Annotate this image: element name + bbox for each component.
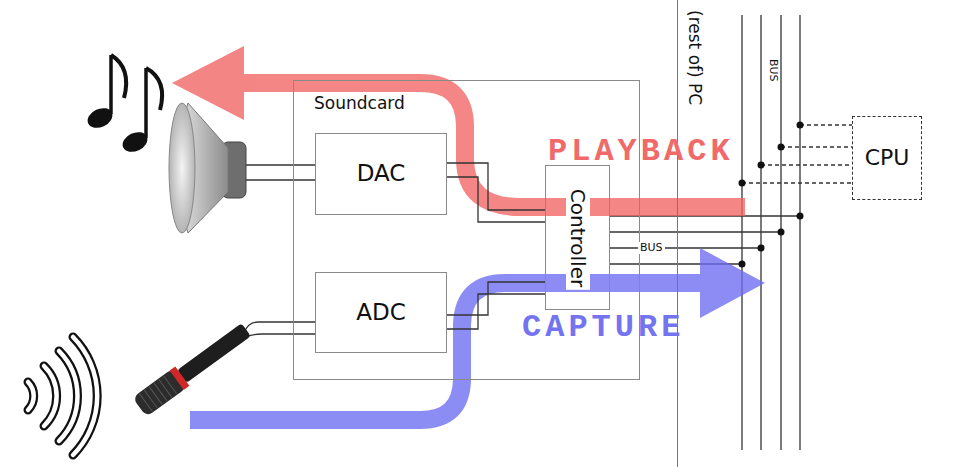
microphone-cable <box>244 322 315 337</box>
capture-arrow <box>190 248 765 420</box>
sound-waves <box>28 337 97 455</box>
connector-wire <box>447 163 545 210</box>
pc-region: (rest of) PC CPU <box>677 0 960 467</box>
node-label: ADC <box>356 299 406 327</box>
connector-wire <box>610 247 677 248</box>
bus-label: BUS <box>638 242 665 254</box>
node-label: (rest of) PC <box>685 8 705 107</box>
wire <box>447 177 545 222</box>
music-notes <box>84 55 162 156</box>
wire <box>447 294 545 329</box>
speaker-wires <box>243 165 315 180</box>
node-label: Soundcard <box>312 93 407 113</box>
cpu-bus-links <box>742 125 852 183</box>
playback-arrow <box>172 46 745 207</box>
capture-label: CAPTURE <box>522 312 684 344</box>
node-label: DAC <box>357 160 406 188</box>
adc-box: ADC <box>315 272 447 353</box>
node-label: CPU <box>865 145 910 171</box>
junction-dots <box>739 122 804 268</box>
connector-wire <box>447 282 545 315</box>
node-label: Controller <box>566 185 590 289</box>
soundcard-box: SoundcardDAC ADC Controller <box>293 80 640 380</box>
speaker-icon <box>169 103 246 233</box>
controller-box: Controller <box>545 165 610 310</box>
cpu-box: CPU <box>852 116 922 200</box>
playback-label: PLAYBACK <box>548 136 734 168</box>
microphone-icon <box>132 320 253 417</box>
dac-box: DAC <box>315 133 447 215</box>
bus-label: BUS <box>767 58 779 83</box>
